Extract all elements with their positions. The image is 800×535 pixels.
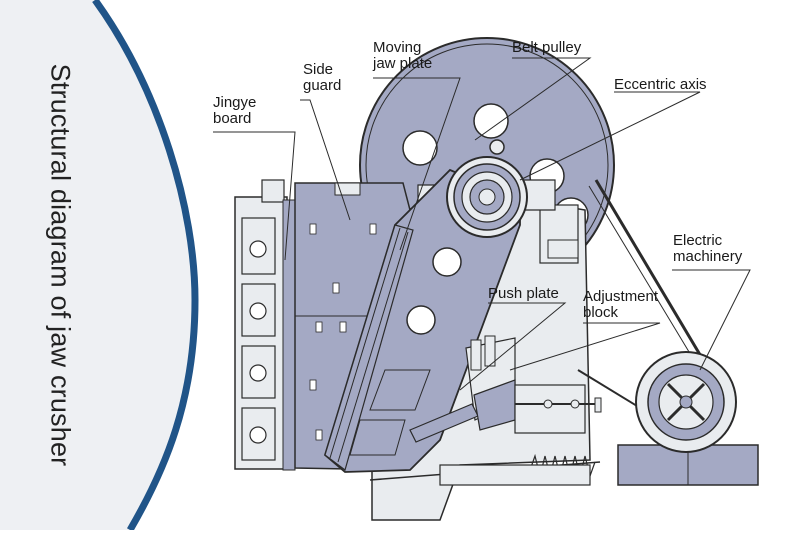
label-side-guard: Side guard [303,61,342,94]
label-push-plate: Push plate [488,285,559,302]
electric-machinery [617,351,759,486]
leader-adjustment-block [509,322,661,371]
jingye-board [234,179,296,471]
pulley-hole [473,103,509,139]
leader-belt-pulley [474,57,592,141]
label-adjustment-block: Adjustment block [583,288,659,321]
pulley-hole [402,130,438,166]
label-belt-pulley: Belt pulley [512,39,582,56]
moving-jaw [323,168,521,473]
adjustment-block [514,384,602,434]
leader-electric-machinery [672,269,751,371]
label-moving-jaw-plate: Moving jaw plate [373,39,433,72]
label-electric-machinery: Electric machinery [673,232,743,265]
diagram-title: Structural diagram of jaw crusher [45,63,76,467]
eccentric-axis [446,139,528,238]
leader-lines [213,57,751,391]
label-jingye-board: Jingye board [213,94,257,127]
leader-jingye-board [213,131,296,261]
title-panel-edge [92,0,199,532]
leader-moving-jaw-plate [373,77,461,251]
leader-side-guard [300,99,351,221]
crusher-base [439,464,591,486]
leader-push-plate [459,302,567,391]
jaw-hole [432,247,462,277]
leader-eccentric-axis [519,91,701,181]
label-eccentric-axis: Eccentric axis [614,76,707,93]
title-panel [0,0,195,530]
jaw-hole [406,305,436,335]
